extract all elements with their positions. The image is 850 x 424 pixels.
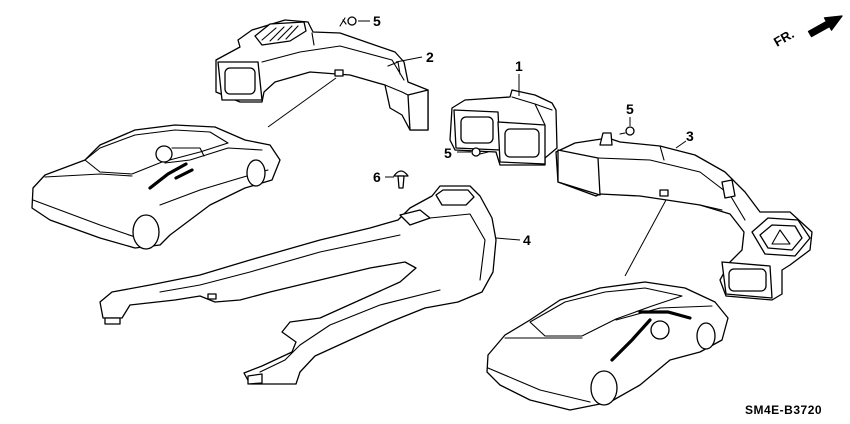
- front-direction-label: FR.: [771, 26, 797, 49]
- car-interior-fan: [155, 145, 173, 163]
- duct-top-grille: [254, 21, 307, 46]
- floor-duct-mount-hole: [207, 293, 217, 300]
- screw-thread: [339, 17, 347, 27]
- car-illustration-left: [31, 124, 281, 250]
- callout-5-right: 5: [626, 101, 634, 117]
- duct-mount-tab: [659, 189, 669, 197]
- car-trunk-line: [487, 305, 713, 403]
- duct-outline: [555, 137, 813, 301]
- car-trunk-line: [32, 147, 263, 239]
- car-body: [486, 281, 729, 411]
- car-body: [31, 124, 281, 249]
- screw-head: [625, 126, 635, 136]
- duct-contour-lines: [261, 32, 409, 96]
- diagram-code: SM4E-B3720: [745, 403, 822, 417]
- screw-head: [471, 147, 481, 157]
- vent-opening-left: [460, 116, 494, 144]
- callout-5-center: 5: [444, 145, 452, 161]
- screw-icon-top: [339, 16, 357, 27]
- car-roof: [529, 287, 683, 337]
- car-wheel-front: [246, 159, 266, 187]
- duct-outlet-opening: [224, 67, 256, 95]
- duct-contour-lines: [597, 145, 746, 221]
- callout-3: 3: [686, 128, 694, 144]
- vent-part-1: [449, 89, 558, 166]
- callout-6: 6: [373, 169, 381, 185]
- vent-opening-right: [504, 128, 540, 158]
- car-wheel-rear: [590, 370, 618, 406]
- duct-top-grille-slats: [261, 25, 299, 42]
- duct-end-face: [557, 149, 601, 196]
- car-interior-dash: [171, 147, 205, 157]
- callout-4: 4: [523, 232, 531, 248]
- duct-outlet-upper-opening: [759, 224, 803, 251]
- leader-line-3: [675, 140, 687, 149]
- duct-end-face: [407, 89, 429, 131]
- floor-duct-tab-bottom: [247, 373, 263, 385]
- screw-head: [347, 16, 357, 26]
- car-interior-duct: [148, 162, 194, 190]
- callout-5-top: 5: [373, 13, 381, 29]
- leader-line-4: [495, 237, 521, 241]
- clip-stem: [397, 175, 405, 189]
- clip-icon: [393, 170, 409, 189]
- floor-duct-top-outlet: [435, 189, 475, 206]
- floor-duct-ridge-lower: [259, 289, 441, 373]
- duct-bracket: [334, 69, 344, 77]
- arrow-up-right-icon: [807, 15, 843, 38]
- car-wheel-front: [696, 322, 716, 350]
- duct-part-2: [215, 19, 429, 131]
- duct-bracket-right: [721, 179, 736, 199]
- duct-outlet-upper-grille: [771, 229, 791, 245]
- reference-line-left: [267, 77, 337, 128]
- floor-duct-tab-left: [104, 317, 121, 325]
- duct-bracket-left: [599, 132, 613, 146]
- vent-contour-lines: [511, 96, 553, 126]
- screw-thread: [479, 151, 489, 155]
- callout-2: 2: [426, 49, 434, 65]
- reference-line-right: [624, 199, 667, 277]
- screw-icon-right: [619, 126, 635, 136]
- clip-head: [393, 170, 409, 177]
- car-interior-duct: [610, 310, 692, 362]
- screw-icon-center: [471, 147, 489, 157]
- floor-duct-ridge-upper: [159, 213, 486, 293]
- car-interior-fan: [650, 320, 670, 340]
- car-roof: [84, 129, 229, 175]
- car-illustration-right: [486, 281, 729, 411]
- floor-duct-part-4: [99, 185, 497, 385]
- callout-1: 1: [515, 58, 523, 74]
- car-wheel-rear: [132, 214, 160, 250]
- front-direction-indicator: FR.: [771, 15, 843, 50]
- duct-part-3: [555, 132, 813, 301]
- duct-outlet-lower-opening: [728, 268, 767, 292]
- leader-line-2: [395, 56, 423, 63]
- screw-thread: [619, 132, 626, 135]
